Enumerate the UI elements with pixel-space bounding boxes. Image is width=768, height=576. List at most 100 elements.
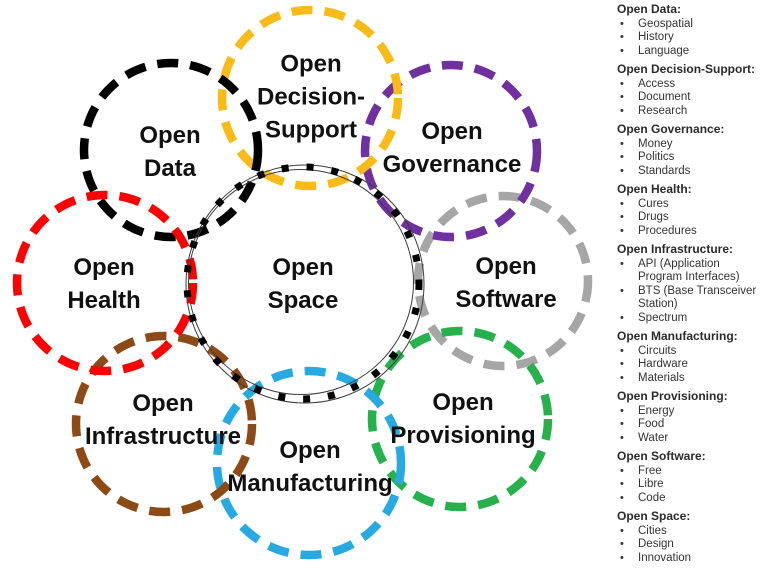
bullet-icon: •: [620, 358, 624, 370]
legend-section-title: Open Governance:: [617, 122, 725, 136]
legend-item: •Procedures: [617, 225, 765, 239]
legend-item-text: Access: [638, 77, 676, 90]
bullet-icon: •: [620, 91, 624, 103]
legend-item-text: Cures: [638, 197, 669, 210]
legend-item-text: Standards: [638, 164, 691, 177]
legend-item-text: Code: [638, 491, 666, 504]
legend-item: •Free: [617, 465, 765, 479]
bullet-icon: •: [620, 151, 624, 163]
legend-section-title: Open Health:: [617, 182, 692, 196]
legend-item: • Energy: [617, 405, 765, 419]
legend-item: • Geospatial: [617, 18, 765, 32]
legend-item-text: Language: [638, 44, 690, 57]
legend-section-open-governance: Open Governance: • Money • Politics • Stand…: [617, 122, 765, 179]
legend-item-text: Design: [638, 538, 674, 550]
open-data-circle: [79, 58, 263, 242]
legend-item: • API (Application Program Interfaces): [617, 258, 765, 285]
open-health-label: Open Health: [67, 254, 141, 314]
legend-section-open-space: Open Space: •Cities • Design • Innovation: [617, 509, 765, 565]
bullet-icon: •: [620, 257, 624, 270]
bullet-icon: •: [620, 211, 624, 223]
legend-item: • Language: [617, 45, 765, 59]
open-decision-support-label: Open Decision- Support: [256, 50, 366, 144]
legend-section-title: Open Provisioning:: [617, 389, 728, 403]
legend-item: • Drugs: [617, 211, 765, 225]
legend-item-text: Circuits: [638, 344, 677, 357]
legend-item: • Politics: [617, 151, 765, 165]
legend-item-text: Food: [638, 418, 665, 430]
bullet-icon: •: [620, 224, 624, 237]
bullet-icon: •: [620, 311, 624, 324]
legend-section-open-decision-support: Open Decision-Support: • Access • Document…: [617, 62, 765, 118]
bullet-icon: •: [620, 538, 624, 550]
legend-item-text: Libre: [638, 478, 664, 490]
legend-item-text: Innovation: [638, 551, 692, 564]
legend-section-open-software: Open Software: •Free •Libre •Code: [617, 449, 765, 506]
legend-item-text: Energy: [638, 404, 675, 417]
open-space-dotted-ring: [183, 163, 423, 403]
bullet-icon: •: [620, 44, 624, 57]
legend-item: •Materials: [617, 372, 765, 386]
bullet-icon: •: [620, 344, 624, 357]
open-space-thin-ring-outer: [185, 164, 425, 404]
open-manufacturing-label: Open Manufacturing: [227, 437, 393, 497]
bullet-icon: •: [620, 524, 624, 537]
legend-item-text: Drugs: [638, 211, 669, 223]
open-governance-circle: [360, 60, 542, 242]
legend-item: • Standards: [617, 165, 765, 179]
legend-item: • History: [617, 31, 765, 45]
open-health-circle: [12, 190, 198, 376]
bullet-icon: •: [620, 17, 624, 30]
legend-section-open-manufacturing: Open Manufacturing: •Circuits •Hardware …: [617, 329, 765, 386]
legend-item: • Money: [617, 138, 765, 152]
legend-section-title: Open Manufacturing:: [617, 329, 738, 343]
legend-item: • Water: [617, 432, 765, 446]
legend-section-title: Open Space:: [617, 509, 691, 523]
legend-item-text: Document: [638, 91, 691, 103]
legend-section-open-health: Open Health: • Cures • Drugs •Procedures: [617, 182, 765, 239]
legend-item-text: History: [638, 31, 674, 43]
legend-item-text: Free: [638, 464, 662, 477]
legend-item: • Cures: [617, 198, 765, 212]
bullet-icon: •: [620, 404, 624, 417]
legend-item-text: Water: [638, 431, 669, 444]
open-manufacturing-circle: [212, 366, 406, 560]
legend-item: • Hardware: [617, 358, 765, 372]
legend-item: • BTS (Base Transceiver Station): [617, 285, 765, 312]
open-infrastructure-circle: [71, 331, 257, 517]
legend-section-title: Open Decision-Support:: [617, 62, 755, 76]
bullet-icon: •: [620, 197, 624, 210]
legend-item: • Code: [617, 492, 765, 506]
legend-item-text: Geospatial: [638, 17, 693, 30]
legend-item: •Cities: [617, 525, 765, 539]
legend-item: • Access: [617, 78, 765, 92]
bullet-icon: •: [620, 431, 624, 444]
legend-item-text: Money: [638, 137, 673, 150]
legend-item-text: Hardware: [638, 358, 688, 370]
legend-item-text: Politics: [638, 151, 675, 163]
legend-item: • Design: [617, 538, 765, 552]
bullet-icon: •: [620, 164, 624, 177]
open-data-label: Open Data: [139, 122, 201, 182]
legend-item-text: Materials: [638, 371, 685, 384]
legend-item: •Food: [617, 418, 765, 432]
legend-section-open-data: Open Data: • Geospatial • History • Languag…: [617, 2, 765, 59]
open-software-label: Open Software: [455, 253, 557, 313]
bullet-icon: •: [620, 77, 624, 90]
open-provisioning-label: Open Provisioning: [390, 389, 536, 449]
open-infrastructure-label: Open Infrastructure: [84, 390, 242, 450]
open-space-label: Open Space: [267, 254, 339, 314]
bullet-icon: •: [620, 284, 624, 297]
legend-section-open-infrastructure: Open Infrastructure: •API (Application P…: [617, 242, 765, 325]
bullet-icon: •: [620, 137, 624, 150]
bullet-icon: •: [620, 31, 624, 43]
legend-item-text: API (Application Program Interfaces): [638, 257, 740, 284]
bullet-icon: •: [620, 104, 624, 117]
legend-item-text: Spectrum: [638, 311, 688, 324]
legend-sidebar: Open Data: • Geospatial • History • Languag…: [617, 2, 765, 570]
bullet-icon: •: [620, 491, 624, 504]
open-provisioning-circle: [367, 326, 553, 512]
legend-section-title: Open Data:: [617, 2, 682, 16]
legend-item-text: BTS (Base Transceiver Station): [638, 284, 757, 311]
